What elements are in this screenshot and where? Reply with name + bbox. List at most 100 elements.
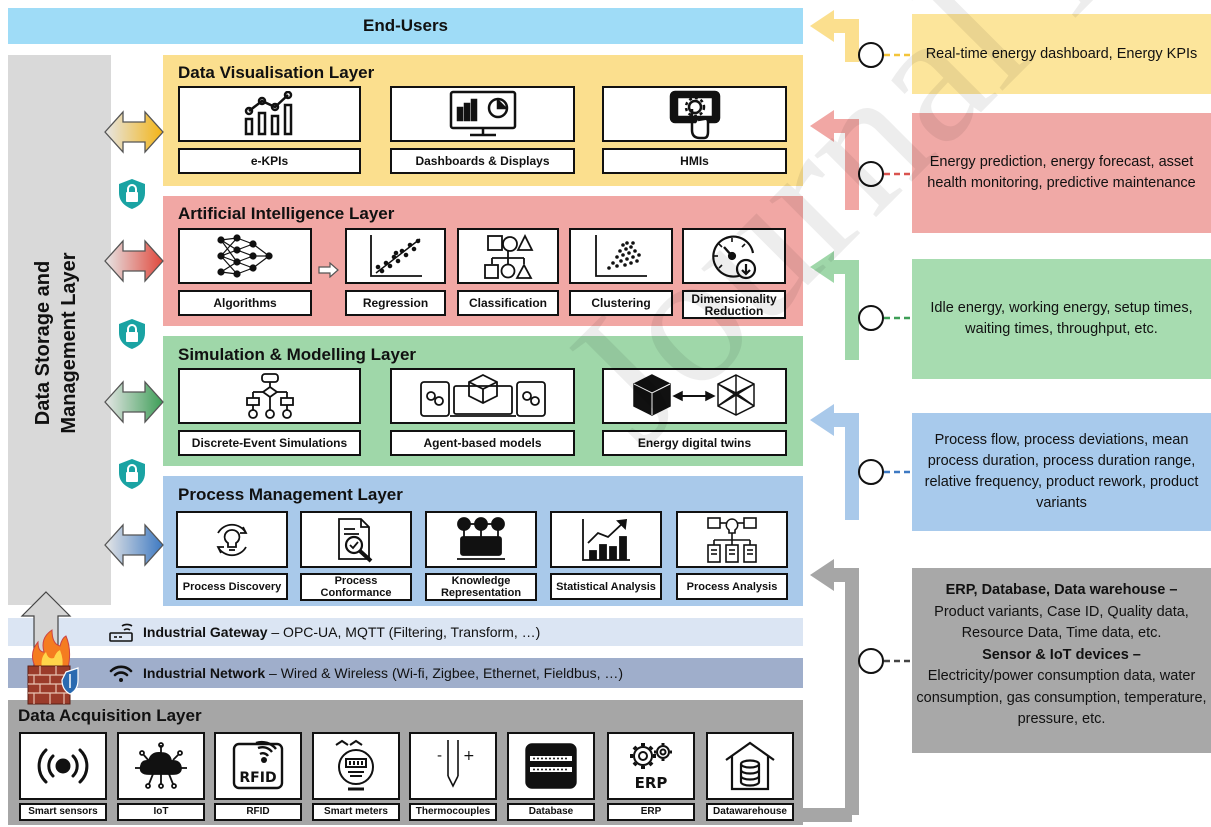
regression-label: Regression (345, 290, 446, 316)
knowledge-card (425, 511, 537, 568)
gateway-title: Industrial Gateway (143, 624, 268, 640)
acq-output-head2: Sensor & IoT devices – (982, 646, 1141, 663)
ai-layer-title: Artificial Intelligence Layer (178, 204, 395, 223)
touchscreen-hand-icon (669, 90, 720, 140)
abm-card (390, 368, 575, 424)
flowchart-icon (245, 373, 294, 419)
dashboard-card (390, 86, 575, 142)
network-details: – Wired & Wireless (Wi-fi, Zigbee, Ether… (265, 665, 624, 681)
pm-layer-title: Process Management Layer (178, 485, 403, 504)
knowledge-label: Knowledge Representation (425, 573, 537, 601)
end-users-bar (8, 8, 803, 44)
hmi-label: HMIs (602, 148, 787, 174)
iot-card (117, 732, 205, 800)
smart-sensor-card (19, 732, 107, 800)
ekpi-label: e-KPIs (178, 148, 361, 174)
gateway-text: Industrial Gateway – OPC-UA, MQTT (Filte… (143, 618, 540, 646)
acq-output-node (858, 648, 884, 674)
pm-output-node (858, 459, 884, 485)
cluster-plot-icon (595, 235, 647, 277)
monitor-dashboard-icon (449, 90, 516, 137)
process-conformance-card (300, 511, 412, 568)
iot-label: IoT (117, 803, 205, 821)
database-card (507, 732, 595, 800)
dashboard-label: Dashboards & Displays (390, 148, 575, 174)
abm-label: Agent-based models (390, 430, 575, 456)
datawarehouse-label: Datawarehouse (706, 803, 794, 821)
network-text: Industrial Network – Wired & Wireless (W… (143, 658, 623, 688)
process-discovery-label: Process Discovery (176, 573, 288, 600)
des-label: Discrete-Event Simulations (178, 430, 361, 456)
document-search-icon (338, 517, 373, 562)
ai-output-node (858, 161, 884, 187)
acq-output-body2: Electricity/power consumption data, wate… (916, 668, 1207, 727)
security-shield-icon (119, 459, 145, 489)
process-conformance-label: Process Conformance (300, 573, 412, 601)
gauge-download-icon (712, 235, 757, 280)
database-label: Database (507, 803, 595, 821)
sim-output-text: Idle energy, working energy, setup times… (930, 300, 1193, 337)
ekpi-card (178, 86, 361, 142)
process-analysis-label: Process Analysis (676, 573, 788, 600)
classification-label: Classification (457, 290, 559, 316)
erp-card: ERP (607, 732, 695, 800)
growth-chart-icon (582, 518, 630, 561)
warehouse-database-icon (725, 741, 775, 791)
algorithms-label: Algorithms (178, 290, 312, 316)
thermocouple-label: Thermocouples (409, 803, 497, 821)
smart-meter-card (312, 732, 400, 800)
datawarehouse-card (706, 732, 794, 800)
pm-output-box (912, 413, 1211, 531)
storage-layer (8, 55, 111, 605)
lightbulb-cycle-icon (216, 523, 248, 556)
bar-chart-trend-icon (244, 91, 292, 136)
rfid-tag-icon: RFID (232, 740, 284, 790)
smart-meter-label: Smart meters (312, 803, 400, 821)
firewall-icon (27, 629, 79, 705)
network-title: Industrial Network (143, 665, 266, 681)
security-shield-icon (119, 319, 145, 349)
knowledge-network-icon (457, 516, 505, 560)
process-analysis-card (676, 511, 788, 568)
acq-layer-title: Data Acquisition Layer (18, 706, 202, 725)
dimensionality-card (682, 228, 786, 284)
ai-output-box (912, 113, 1211, 233)
wifi-icon (109, 665, 133, 682)
statistical-label: Statistical Analysis (550, 573, 662, 600)
hmi-card (602, 86, 787, 142)
svg-text:-: - (437, 748, 442, 764)
process-tree-icon (707, 516, 757, 563)
database-server-icon (525, 743, 577, 789)
agent-devices-icon (419, 373, 546, 417)
svg-text:+: + (463, 748, 475, 764)
digital-twin-label: Energy digital twins (602, 430, 787, 456)
neural-network-icon (217, 234, 273, 278)
sim-output-box (912, 259, 1211, 379)
gateway-bar (8, 618, 803, 646)
vis-output-text: Real-time energy dashboard, Energy KPIs (925, 45, 1198, 62)
process-discovery-card (176, 511, 288, 568)
pm-storage-arrow-icon (104, 523, 164, 567)
pm-output-text: Process flow, process deviations, mean p… (924, 432, 1199, 511)
thermocouple-icon: - + (437, 740, 475, 788)
sensor-waves-icon (37, 748, 89, 784)
vis-output-box (912, 14, 1211, 94)
svg-text:ERP: ERP (635, 774, 668, 792)
vis-output-node (858, 42, 884, 68)
acq-output-box (912, 568, 1211, 753)
acq-output-head1: ERP, Database, Data warehouse – (945, 582, 1178, 598)
dimensionality-label: Dimensionality Reduction (682, 290, 786, 319)
thermocouple-card: - + (409, 732, 497, 800)
meter-icon (335, 739, 374, 791)
des-card (178, 368, 361, 424)
gateway-details: – OPC-UA, MQTT (Filtering, Transform, …) (267, 624, 541, 640)
rfid-label: RFID (214, 803, 302, 821)
regression-card (345, 228, 446, 284)
sim-storage-arrow-icon (104, 380, 164, 424)
ai-storage-arrow-icon (104, 239, 164, 283)
erp-gears-icon: ERP (630, 743, 672, 792)
rfid-card: RFID (214, 732, 302, 800)
gateway-icon (109, 623, 133, 642)
classification-card (457, 228, 559, 284)
